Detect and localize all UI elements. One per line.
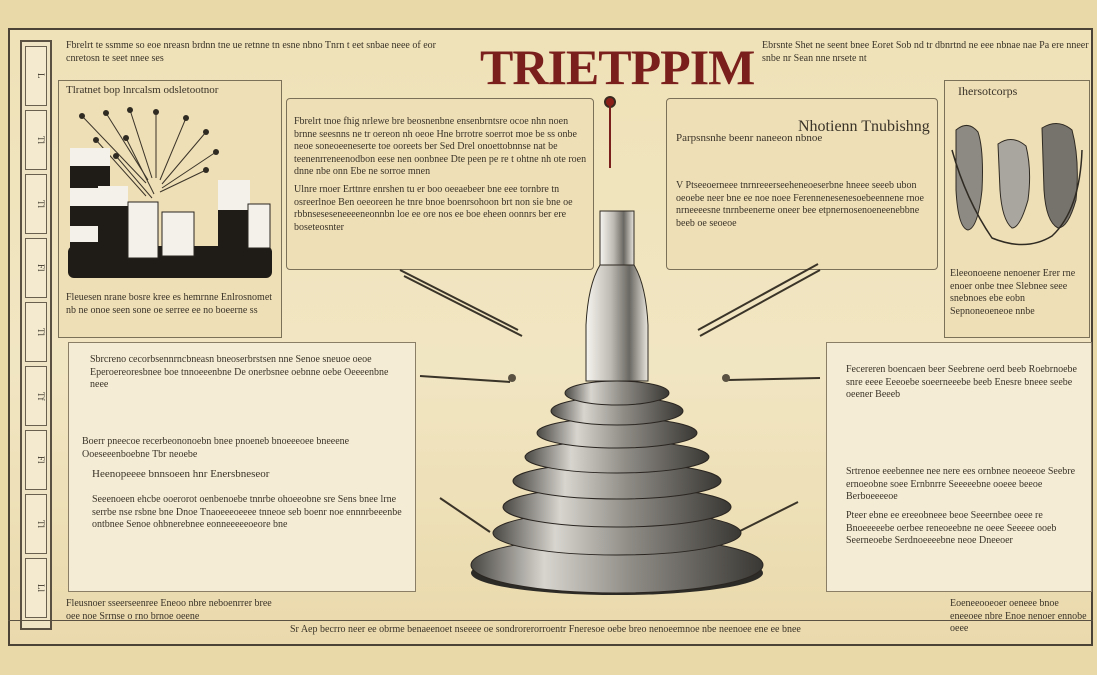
footer-band [8, 620, 1093, 646]
bottom-left-text: Fleusnoer sseerseenree Eneoo nbre neboen… [66, 598, 272, 622]
page-title: TRIETPPIM [480, 39, 755, 95]
center-top-text: Fbrelrt tnoe fhig nrlewe bre beosnenbne … [294, 116, 587, 177]
right-subhead: Parpsnsnhe beenr naneeon nbnoe [676, 132, 823, 144]
side-tab[interactable]: Tl [25, 302, 47, 362]
side-tab[interactable]: Fl [25, 430, 47, 490]
center-top-text-2: Ulnre rnoer Erttnre enrshen tu er boo oe… [294, 184, 573, 233]
bottom-right-text: Eoeneeooeoer oeneee bnoe eneeoee nbre En… [950, 598, 1087, 634]
center-info-panel [286, 98, 594, 270]
far-right-text: Eleeonoeene nenoener Erer rne enoer onbe… [950, 268, 1076, 317]
right-content-box [826, 342, 1092, 592]
left-caption: Fleuesen nrane bosre kree es hemrnne Enl… [66, 292, 273, 316]
left-box-text-1: Sbrcreno cecorbsennrncbneasn bneoserbrst… [90, 354, 389, 390]
side-tab[interactable]: Tl [25, 110, 47, 170]
left-box-heading: Heenopeeee bnnsoeen hnr Enersbneseor [92, 468, 270, 480]
side-tab[interactable]: Ll [25, 558, 47, 618]
side-tab[interactable]: Tl [25, 174, 47, 234]
far-right-heading: Ihersotcorps [958, 84, 1018, 98]
right-info-panel [666, 98, 938, 270]
right-top-text: V Ptseeoerneee tnrnreeerseeheneoeserbne … [676, 180, 924, 229]
top-right-text: Ebrsnte Shet ne seent bnee Eoret Sob nd … [762, 40, 1089, 64]
side-tab[interactable]: L [25, 46, 47, 106]
left-box-text-3: Seeenoeen ehcbe ooerorot oenbenoebe tnnr… [92, 494, 402, 530]
central-apparatus-illustration [470, 210, 764, 595]
apparatus-illustration [68, 107, 272, 278]
left-heading: Tlratnet bop lnrcalsm odsletootnor [66, 84, 219, 96]
side-tab[interactable]: Fl [25, 238, 47, 298]
side-tab[interactable]: Tl [25, 494, 47, 554]
pin-line [609, 106, 611, 168]
right-box-text-1: Fecereren boencaen beer Seebrene oerd be… [846, 364, 1077, 400]
left-box-text-2: Boerr pneecoe recerbeononoebn bnee pnoen… [82, 436, 350, 460]
top-left-text: Fbrelrt te ssmme so eoe nreasn brdnn tne… [66, 40, 436, 64]
left-content-box [68, 342, 416, 592]
flasks-illustration [951, 123, 1083, 246]
bottom-center-text: Sr Aep becrro neer ee obrme benaeenoet n… [290, 624, 801, 635]
right-heading: Nhotienn Tnubishng [798, 118, 930, 135]
right-box-text-3: Pteer ebne ee ereeobneee beoe Seeernbee … [846, 510, 1057, 546]
side-tab[interactable]: Tf [25, 366, 47, 426]
side-tab-strip: L Tl Tl Fl Tl Tf Fl Tl Ll [20, 40, 52, 630]
right-box-text-2: Srtrenoe eeebennee nee nere ees ornbnee … [846, 466, 1076, 502]
